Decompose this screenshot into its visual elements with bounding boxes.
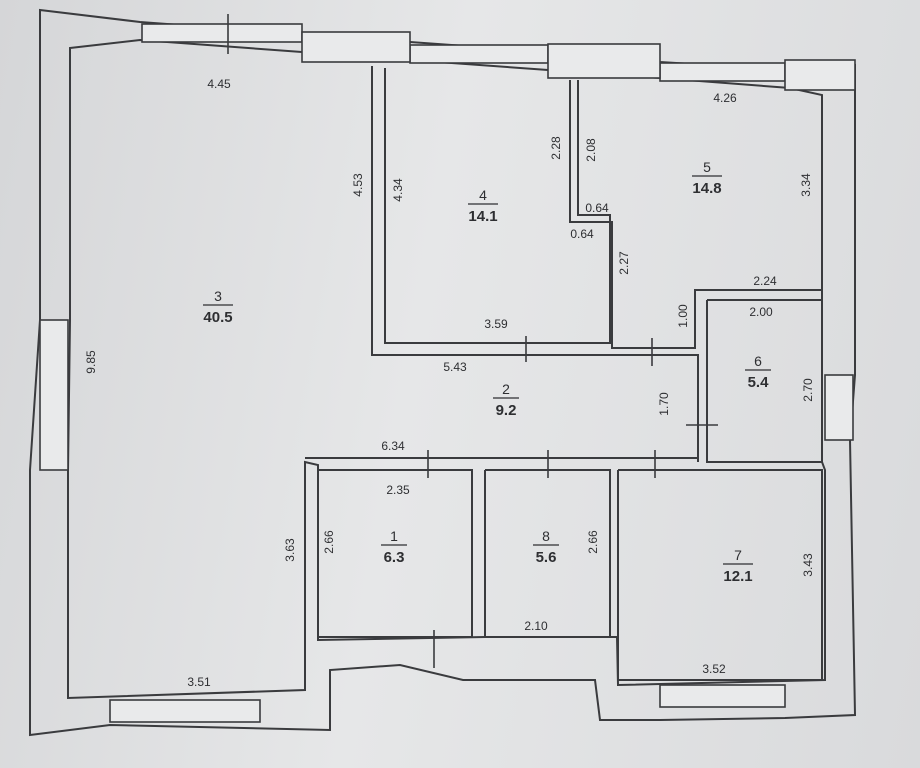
dim-label: 2.70: [801, 378, 815, 402]
dim-label: 2.66: [322, 530, 336, 554]
dim-label: 2.08: [584, 138, 598, 162]
room-1-number: 1: [390, 528, 398, 544]
dim-label: 4.45: [207, 77, 231, 91]
dim-label: 4.53: [351, 173, 365, 197]
inner-walls: [305, 66, 823, 681]
wall-room6: [706, 299, 823, 463]
window-left: [39, 319, 69, 471]
dim-label: 2.66: [586, 530, 600, 554]
dim-label: 2.27: [617, 251, 631, 275]
dim-label: 3.59: [484, 317, 508, 331]
dim-label: 0.64: [585, 201, 609, 215]
dim-label: 4.26: [713, 91, 737, 105]
dim-label: 1.70: [657, 392, 671, 416]
room-4-number: 4: [479, 187, 487, 203]
wall-room7: [617, 469, 823, 681]
dim-label: 3.34: [799, 173, 813, 197]
dim-label: 2.10: [524, 619, 548, 633]
wall-room4-inner: [384, 68, 611, 344]
wall-corridor-bottom: [305, 457, 699, 462]
dim-label: 5.43: [443, 360, 467, 374]
room-2-area: 9.2: [496, 402, 517, 419]
room-2-number: 2: [502, 381, 510, 397]
dimension-labels: 4.45 9.85 3.51 3.63 4.53 4.34 2.28 2.08 …: [84, 77, 815, 689]
room-3-area: 40.5: [203, 309, 232, 326]
wall-room1: [318, 469, 473, 638]
window-top-left: [141, 23, 303, 43]
room-6-area: 5.4: [748, 374, 770, 391]
dim-label: 2.24: [753, 274, 777, 288]
dim-label: 2.35: [386, 483, 410, 497]
wall-pier-top-right: [547, 43, 661, 79]
window-bottom-left: [109, 699, 261, 723]
dim-label: 0.64: [570, 227, 594, 241]
window-top-middle: [409, 44, 549, 64]
wall-pier-corner: [784, 59, 856, 91]
room-5-number: 5: [703, 159, 711, 175]
room-5-area: 14.8: [692, 180, 721, 197]
room-6-number: 6: [754, 353, 762, 369]
window-top-right: [659, 62, 786, 82]
dim-label: 2.28: [549, 136, 563, 160]
dim-label: 3.52: [702, 662, 726, 676]
room-4-area: 14.1: [468, 208, 497, 225]
dim-label: 6.34: [381, 439, 405, 453]
windows: [39, 23, 856, 723]
window-bottom-right: [659, 684, 786, 708]
room-labels: 3 40.5 4 14.1 5 14.8 2 9.2 6 5.4 1 6.3 8…: [203, 159, 771, 585]
wall-room8: [484, 469, 611, 638]
room-8-area: 5.6: [536, 549, 557, 566]
room-7-area: 12.1: [723, 568, 752, 585]
dim-label: 2.00: [749, 305, 773, 319]
dim-label: 9.85: [84, 350, 98, 374]
dim-label: 4.34: [391, 178, 405, 202]
dim-label: 3.43: [801, 553, 815, 577]
wall-room4-left: [371, 66, 699, 462]
dim-label: 3.63: [283, 538, 297, 562]
window-right: [824, 374, 854, 441]
dim-label: 1.00: [676, 304, 690, 328]
room-8-number: 8: [542, 528, 550, 544]
room-7-number: 7: [734, 547, 742, 563]
room-1-area: 6.3: [384, 549, 405, 566]
wall-marks: [227, 14, 718, 668]
wall-pier-top: [301, 31, 411, 63]
dim-label: 3.51: [187, 675, 211, 689]
room-3-number: 3: [214, 288, 222, 304]
wall-room5-inner: [569, 80, 822, 349]
